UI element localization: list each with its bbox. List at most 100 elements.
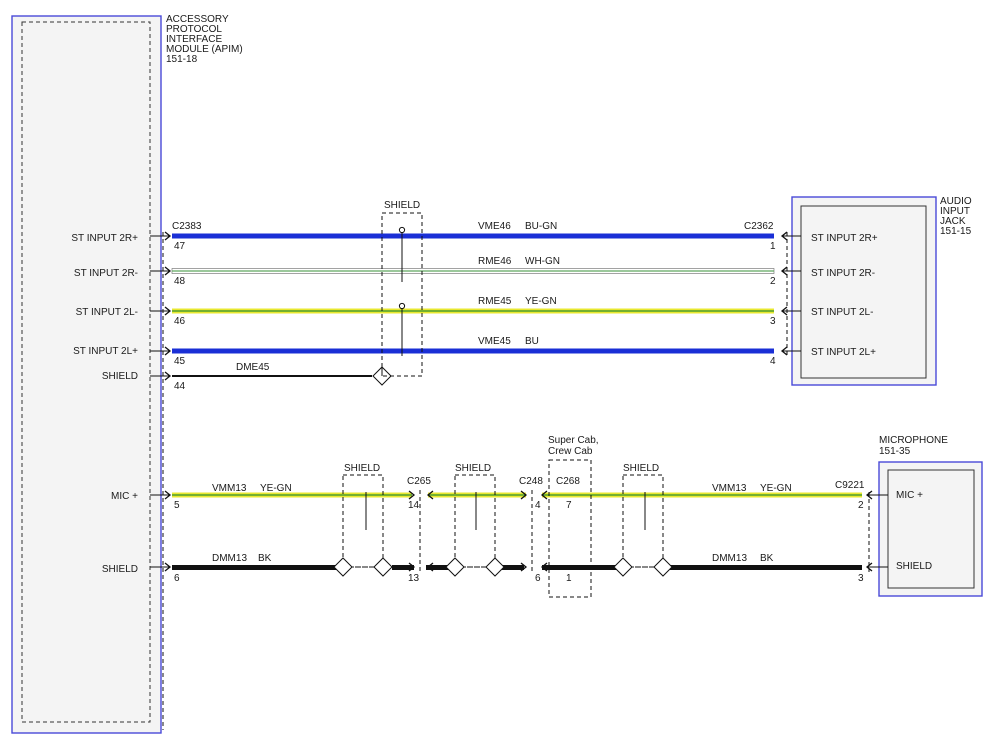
circuit-dme45: DME45 xyxy=(236,362,270,373)
apim-pin-label-mic-shield: SHIELD xyxy=(102,564,138,575)
apim-module-box xyxy=(11,15,162,734)
color-ye-gn-right: YE-GN xyxy=(760,483,792,494)
wire-vme45 xyxy=(172,348,774,354)
shield-label-mic-3: SHIELD xyxy=(623,463,659,474)
c268-box xyxy=(548,459,592,598)
audio-shield-box xyxy=(381,212,423,377)
circuit-vme45: VME45 xyxy=(478,336,511,347)
pin-13: 13 xyxy=(408,573,420,584)
circuit-dmm13-right: DMM13 xyxy=(712,553,747,564)
circuit-rme45: RME45 xyxy=(478,296,512,307)
mic-plus-circuit: MIC + MIC + 5 14 4 7 2 VMM13 YE-GN VMM13… xyxy=(111,483,923,511)
apim-pin-label-shield: SHIELD xyxy=(102,371,138,382)
audio-jack-title-line-3: JACK xyxy=(940,216,966,227)
shield-twist-dot xyxy=(398,302,406,310)
jack-pin-label-2l-minus: ST INPUT 2L- xyxy=(811,307,873,318)
shield-diamond xyxy=(373,557,393,577)
apim-title-line-3: INTERFACE xyxy=(166,34,222,45)
circuit-vmm13-left: VMM13 xyxy=(212,483,247,494)
inline-connector-arrow xyxy=(408,490,416,500)
pin-48: 48 xyxy=(174,276,186,287)
inline-connector-arrow xyxy=(520,562,528,572)
microphone-title-line-2: 151-35 xyxy=(879,446,911,457)
pin-c248-6: 6 xyxy=(535,573,541,584)
inline-connector-arrow xyxy=(426,562,434,572)
connector-c265: C265 xyxy=(407,476,431,487)
wire-dmm13-seg-1 xyxy=(172,565,338,570)
pin-5: 5 xyxy=(174,500,180,511)
circuit-rme46: RME46 xyxy=(478,256,512,267)
color-bu-gn: BU-GN xyxy=(525,221,557,232)
inline-connector-arrow xyxy=(520,490,528,500)
pin-mic-2: 2 xyxy=(858,500,864,511)
apim-pin-label-2r-plus: ST INPUT 2R+ xyxy=(71,233,138,244)
pin-46: 46 xyxy=(174,316,186,327)
mic-shield-group-3: SHIELD xyxy=(613,463,673,577)
mic-shield-box-2 xyxy=(454,474,496,568)
apim-pin-label-2l-minus: ST INPUT 2L- xyxy=(76,307,138,318)
mic-shield-group-1: SHIELD xyxy=(333,463,393,577)
apim-module: ACCESSORY PROTOCOL INTERFACE MODULE (API… xyxy=(11,14,243,734)
connector-c9221: C9221 xyxy=(835,480,865,491)
jack-pin-label-2r-plus: ST INPUT 2R+ xyxy=(811,233,878,244)
apim-title-line-1: ACCESSORY xyxy=(166,14,229,25)
pin-c268-7: 7 xyxy=(566,500,572,511)
inline-connector-arrow xyxy=(426,490,434,500)
shield-twist-dot xyxy=(398,226,406,234)
microphone-title-line-1: MICROPHONE xyxy=(879,435,948,446)
mic-shield-box-1 xyxy=(342,474,384,568)
jack-pin-label-2r-minus: ST INPUT 2R- xyxy=(811,268,875,279)
apim-title-line-2: PROTOCOL xyxy=(166,24,222,35)
shield-diamond xyxy=(333,557,353,577)
color-wh-gn: WH-GN xyxy=(525,256,560,267)
pin-c268-1: 1 xyxy=(566,573,572,584)
super-cab-label: Super Cab, xyxy=(548,435,599,446)
pin-4: 4 xyxy=(770,356,776,367)
circuit-vmm13-right: VMM13 xyxy=(712,483,747,494)
pin-47: 47 xyxy=(174,241,186,252)
audio-jack-title-line-1: AUDIO xyxy=(940,196,972,207)
pin-mic-3: 3 xyxy=(858,573,864,584)
apim-pin-label-mic-plus: MIC + xyxy=(111,491,138,502)
wire-vme46 xyxy=(172,233,774,239)
connector-c2362: C2362 xyxy=(744,221,774,232)
color-ye-gn-left: YE-GN xyxy=(260,483,292,494)
apim-pin-label-2r-minus: ST INPUT 2R- xyxy=(74,268,138,279)
shield-diamond xyxy=(485,557,505,577)
audio-shield-group: SHIELD xyxy=(381,200,423,377)
audio-jack-title-line-2: INPUT xyxy=(940,206,970,217)
inline-connector-arrow xyxy=(408,562,416,572)
audio-input-jack: AUDIO INPUT JACK 151-15 xyxy=(791,196,972,386)
shield-diamond xyxy=(653,557,673,577)
jack-pin-label-2l-plus: ST INPUT 2L+ xyxy=(811,347,876,358)
pin-1: 1 xyxy=(770,241,776,252)
mic-pin-label-mic-plus: MIC + xyxy=(896,490,923,501)
pin-44: 44 xyxy=(174,381,186,392)
mic-shield-group-2: SHIELD xyxy=(445,463,505,577)
mic-pin-label-shield: SHIELD xyxy=(896,561,932,572)
wire-dmm13-seg-6 xyxy=(670,565,862,570)
mic-shield-box-3 xyxy=(622,474,664,568)
apim-title-line-4: MODULE (APIM) xyxy=(166,44,243,55)
pin-3: 3 xyxy=(770,316,776,327)
wire-dmm13-seg-2 xyxy=(392,565,414,570)
inline-connector-arrow xyxy=(540,562,548,572)
color-bk-left: BK xyxy=(258,553,272,564)
color-bk-right: BK xyxy=(760,553,774,564)
color-bu: BU xyxy=(525,336,539,347)
pin-45: 45 xyxy=(174,356,186,367)
mic-shield-circuit: SHIELD SHIELD 6 13 6 1 3 DMM13 BK DMM13 … xyxy=(102,553,932,584)
audio-circuit-2r-minus: ST INPUT 2R- ST INPUT 2R- 48 2 RME46 WH-… xyxy=(74,256,875,287)
inline-connector-arrow xyxy=(540,490,548,500)
shield-label-audio: SHIELD xyxy=(384,200,420,211)
pin-arrows xyxy=(150,231,888,572)
connector-c268: C268 xyxy=(556,476,580,487)
audio-jack-title-line-4: 151-15 xyxy=(940,226,972,237)
microphone: MICROPHONE 151-35 xyxy=(878,435,983,597)
microphone-inner xyxy=(887,469,975,589)
apim-title-line-5: 151-18 xyxy=(166,54,198,65)
pin-2: 2 xyxy=(770,276,776,287)
audio-circuit-2l-plus: ST INPUT 2L+ ST INPUT 2L+ 45 4 VME45 BU xyxy=(73,336,876,367)
apim-module-inner xyxy=(21,21,151,723)
